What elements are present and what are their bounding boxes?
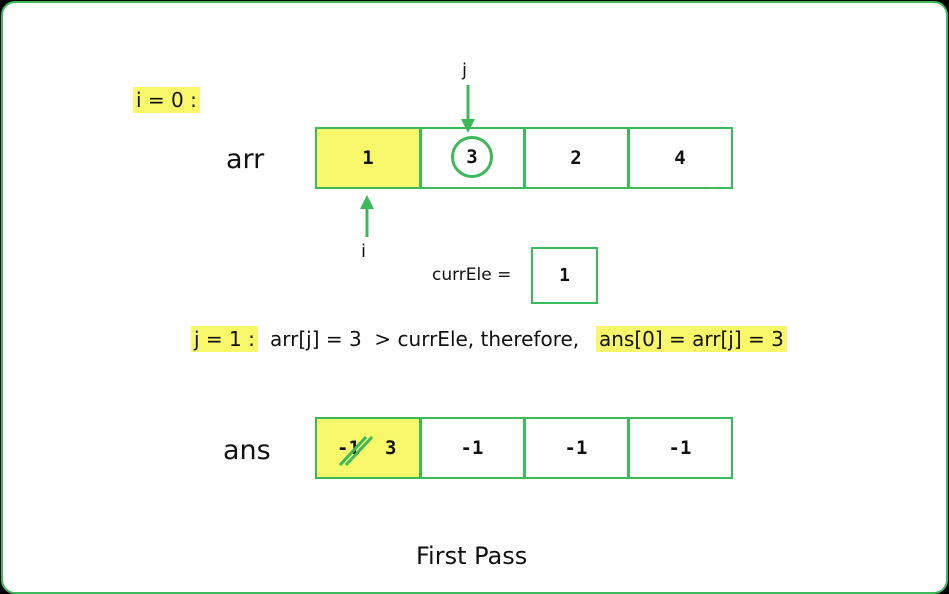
ans-cell-2: -1 — [564, 437, 588, 459]
ans-cell-0: -1 3 — [317, 419, 419, 477]
arr-cell-0: 1 — [317, 129, 419, 187]
i-step-label: i = 0 : — [133, 87, 200, 113]
arr-cell-2: 2 — [570, 147, 582, 169]
ans-cell-0-new-value: 3 — [385, 437, 397, 459]
ans-array: -1 3 -1 -1 -1 — [315, 417, 733, 479]
j-pointer-label: j — [462, 60, 468, 81]
arr-cell-1: 3 — [421, 129, 523, 187]
curr-ele-label: currEle = — [432, 265, 512, 285]
arr-cell-3: 4 — [674, 147, 686, 169]
arr-label: arr — [226, 144, 265, 175]
ans-cell-1: -1 — [460, 437, 484, 459]
ans-cell-3: -1 — [668, 437, 692, 459]
caption: First Pass — [416, 542, 528, 570]
step-condition: arr[j] = 3 > currEle, therefore, — [270, 327, 580, 351]
arr-cell-1-circle: 3 — [451, 136, 493, 178]
step-result: ans[0] = arr[j] = 3 — [596, 326, 787, 352]
j-step-label: j = 1 : — [191, 326, 258, 352]
i-pointer-label: i — [361, 241, 367, 262]
i-arrow-icon — [360, 195, 374, 237]
ans-label: ans — [223, 435, 271, 466]
ans-cell-0-old-value: -1 — [337, 437, 360, 459]
curr-ele-box: 1 — [531, 247, 598, 304]
j-arrow-icon — [461, 85, 475, 133]
strikethrough-icon — [338, 435, 373, 467]
arr-array: 1 3 2 4 — [315, 127, 733, 189]
